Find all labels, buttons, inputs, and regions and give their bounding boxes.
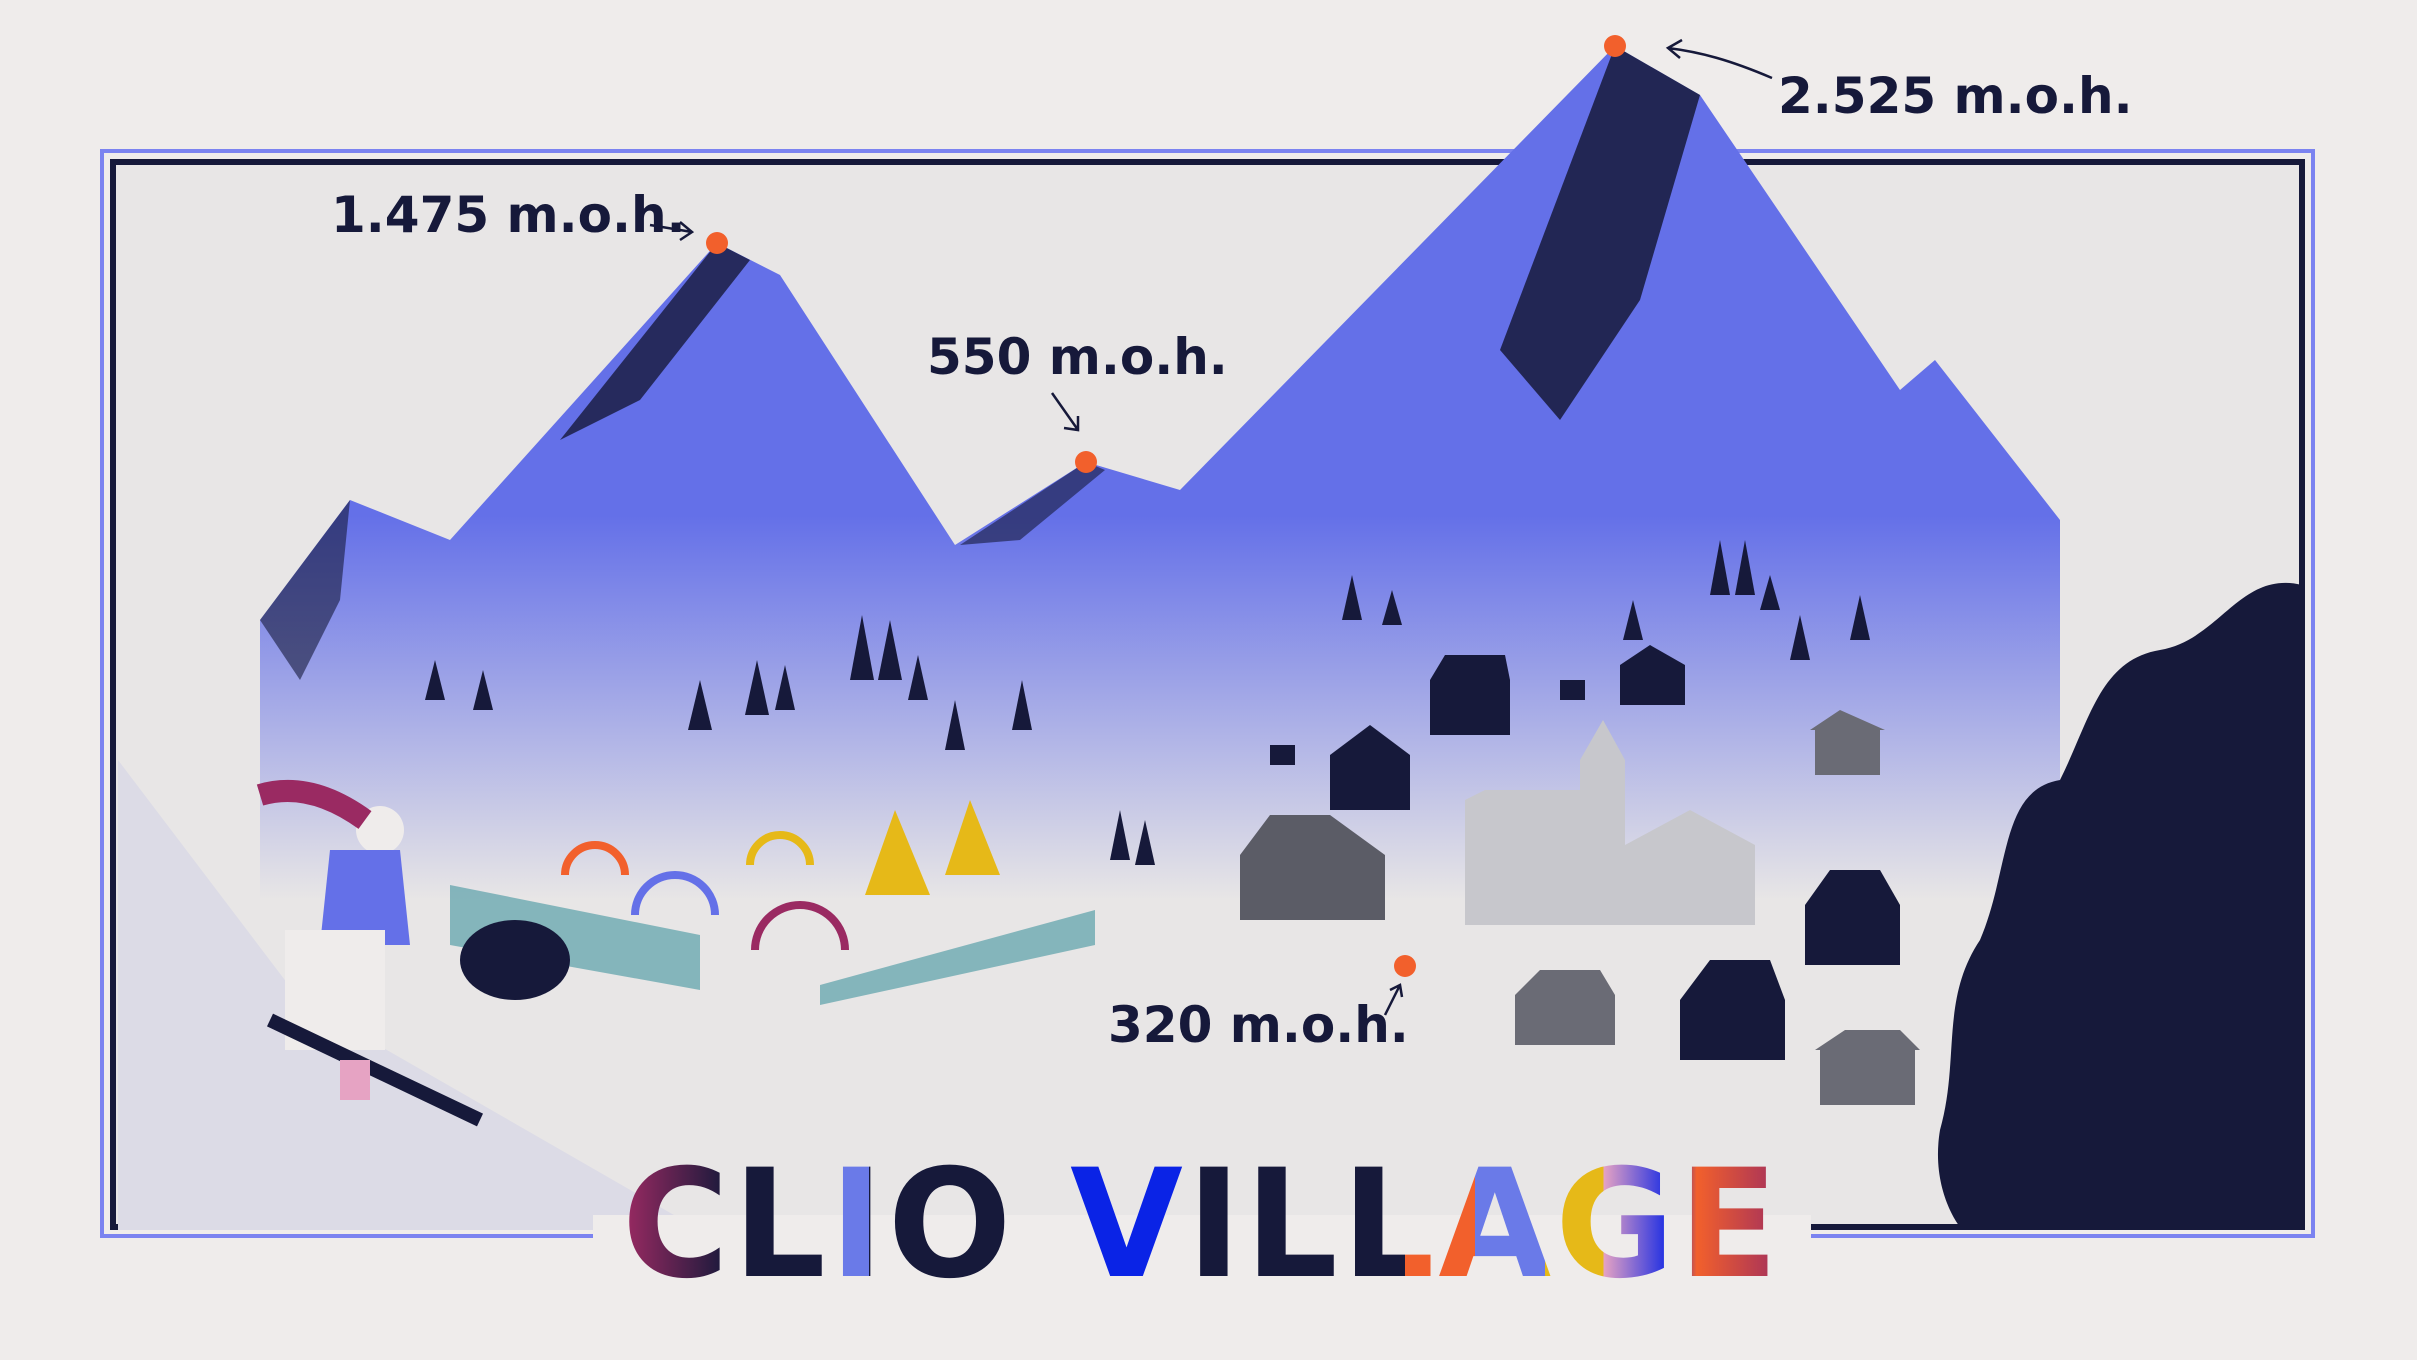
- elevation-markers: 1.475 m.o.h. 550 m.o.h. 2.525 m.o.h. 320…: [331, 35, 2133, 1054]
- label-peak-main: 2.525 m.o.h.: [1778, 67, 2133, 125]
- arrow-icon: [649, 221, 695, 242]
- label-peak-middle: 550 m.o.h.: [927, 328, 1228, 386]
- mountain-range: [260, 46, 2060, 900]
- play-area: [450, 800, 1095, 1005]
- sledder: [118, 760, 700, 1230]
- arrow-icon: [1665, 38, 1773, 80]
- far-left-peak-shadow: [260, 500, 350, 680]
- arrow-icon: [1050, 392, 1080, 432]
- main-peak-shadow: [1500, 46, 1700, 420]
- village-houses: [1240, 645, 1920, 1105]
- label-peak-left: 1.475 m.o.h.: [331, 186, 686, 244]
- arrow-icon: [1383, 983, 1404, 1016]
- title: CLIO VILLAGE: [622, 1138, 1782, 1312]
- marker-village: [1394, 955, 1416, 977]
- title-frame-gap: [593, 1215, 1811, 1245]
- marker-peak-left: [706, 232, 728, 254]
- marker-peak-middle: [1075, 451, 1097, 473]
- left-peak-shadow: [560, 243, 750, 440]
- middle-peak-shadow: [960, 462, 1105, 545]
- dark-lake: [1937, 582, 2302, 1227]
- marker-peak-main: [1604, 35, 1626, 57]
- label-village: 320 m.o.h.: [1108, 996, 1409, 1054]
- trees: [425, 540, 1870, 865]
